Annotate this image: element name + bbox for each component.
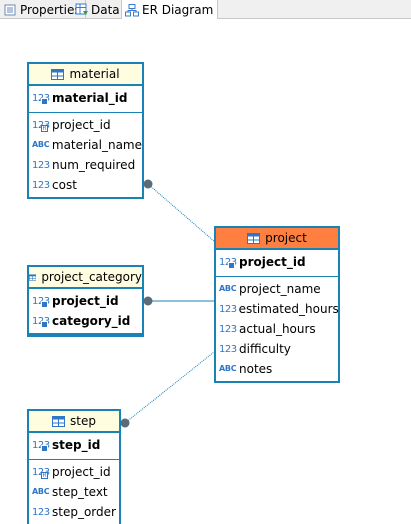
tab-label: Data	[91, 2, 120, 17]
column-row[interactable]: 123 material_id	[29, 88, 142, 108]
entity-title: project_category	[41, 270, 142, 284]
column-name: material_name	[51, 138, 142, 152]
entity-title: project	[265, 231, 307, 245]
column-name: project_id	[52, 118, 111, 132]
column-name: step_text	[52, 485, 108, 499]
column-row[interactable]: 123 project_id	[216, 252, 338, 272]
columns-section: ABC project_name 123 estimated_hours 123…	[216, 277, 339, 381]
numeric-key-icon: 123	[32, 440, 50, 452]
entity-header[interactable]: step	[29, 411, 119, 433]
entity-title: step	[70, 414, 96, 428]
tab-label: Properties	[20, 2, 81, 17]
column-row[interactable]: 123 step_id	[29, 435, 119, 455]
column-name: category_id	[52, 314, 131, 328]
numeric-key-icon: 123	[32, 93, 50, 105]
text-type-icon: ABC	[219, 364, 237, 373]
entity-project[interactable]: project 123 project_id ABC project_name …	[214, 226, 340, 383]
tab-er-diagram[interactable]: ER Diagram	[121, 0, 219, 20]
numeric-type-icon: 123	[32, 506, 50, 518]
column-name: cost	[52, 178, 77, 192]
data-grid-icon	[74, 3, 88, 17]
column-row[interactable]: 123 category_id	[29, 311, 142, 331]
column-name: difficulty	[239, 342, 291, 356]
connector-dot	[143, 179, 153, 189]
column-row[interactable]: 123 num_required	[29, 155, 142, 175]
column-name: project_id	[52, 294, 119, 308]
relationship-lines	[120, 179, 216, 428]
column-row[interactable]: ABC material_name	[29, 135, 142, 155]
primary-key-section: 123 material_id	[29, 86, 142, 113]
column-name: step_id	[52, 438, 101, 452]
entity-project-category[interactable]: project_category 123 project_id 123 cate…	[27, 265, 144, 337]
er-diagram-icon	[125, 3, 139, 17]
column-row[interactable]: 123 step_order	[29, 502, 119, 522]
entity-header[interactable]: project	[216, 228, 338, 250]
column-row[interactable]: 123 project_id	[29, 291, 142, 311]
numeric-type-icon: 123	[219, 323, 237, 335]
column-row[interactable]: 123R project_id	[29, 462, 119, 482]
column-name: notes	[239, 362, 273, 376]
entity-title: material	[69, 67, 120, 81]
column-name: num_required	[52, 158, 136, 172]
column-row[interactable]: 123 difficulty	[216, 339, 338, 359]
column-row[interactable]: 123 actual_hours	[216, 319, 338, 339]
table-icon	[51, 68, 65, 80]
text-type-icon: ABC	[219, 284, 237, 293]
numeric-type-icon: 123	[219, 343, 237, 355]
properties-icon	[3, 3, 17, 17]
numeric-type-icon: 123	[32, 159, 50, 171]
table-icon	[52, 415, 66, 427]
numeric-key-icon: 123	[32, 316, 50, 328]
numeric-type-icon: 123	[219, 303, 237, 315]
column-name: project_id	[52, 465, 111, 479]
columns-section: 123R project_id ABC step_text 123 step_o…	[29, 460, 119, 524]
column-name: step_order	[52, 505, 116, 519]
column-name: project_id	[239, 255, 306, 269]
text-type-icon: ABC	[32, 140, 50, 149]
primary-key-section: 123 project_id 123 category_id	[29, 289, 142, 335]
primary-key-section: 123 project_id	[216, 250, 338, 277]
primary-key-section: 123 step_id	[29, 433, 119, 460]
editor-tab-bar: Properties Data ER Diagram	[0, 0, 411, 20]
column-row[interactable]: 123R project_id	[29, 115, 142, 135]
entity-material[interactable]: material 123 material_id 123R project_id…	[27, 62, 144, 199]
connector-dot	[143, 296, 153, 306]
column-name: material_id	[52, 91, 128, 105]
numeric-foreign-key-icon: 123R	[32, 467, 50, 479]
entity-step[interactable]: step 123 step_id 123R project_id ABC ste…	[27, 409, 121, 524]
column-row[interactable]: ABC project_name	[216, 279, 338, 299]
numeric-key-icon: 123	[219, 257, 237, 269]
numeric-key-icon: 123	[32, 296, 50, 308]
column-name: project_name	[239, 282, 321, 296]
entity-header[interactable]: material	[29, 64, 142, 86]
entity-header[interactable]: project_category	[29, 267, 142, 289]
text-type-icon: ABC	[32, 487, 50, 496]
column-name: actual_hours	[239, 322, 316, 336]
connector-dot	[120, 418, 130, 428]
column-row[interactable]: ABC notes	[216, 359, 338, 379]
tab-data[interactable]: Data	[71, 0, 125, 19]
columns-section: 123R project_id ABC material_name 123 nu…	[29, 113, 142, 197]
column-row[interactable]: ABC step_text	[29, 482, 119, 502]
numeric-foreign-key-icon: 123R	[32, 120, 50, 132]
connector-material-project	[147, 183, 216, 243]
column-name: estimated_hours	[238, 302, 339, 316]
tab-label: ER Diagram	[142, 3, 214, 17]
numeric-type-icon: 123	[32, 179, 50, 191]
connector-step-project	[124, 351, 215, 424]
table-icon	[247, 232, 261, 244]
er-diagram-canvas[interactable]: material 123 material_id 123R project_id…	[0, 19, 411, 524]
column-row[interactable]: 123 cost	[29, 175, 142, 195]
table-icon	[29, 273, 37, 281]
column-row[interactable]: 123 estimated_hours	[216, 299, 339, 319]
